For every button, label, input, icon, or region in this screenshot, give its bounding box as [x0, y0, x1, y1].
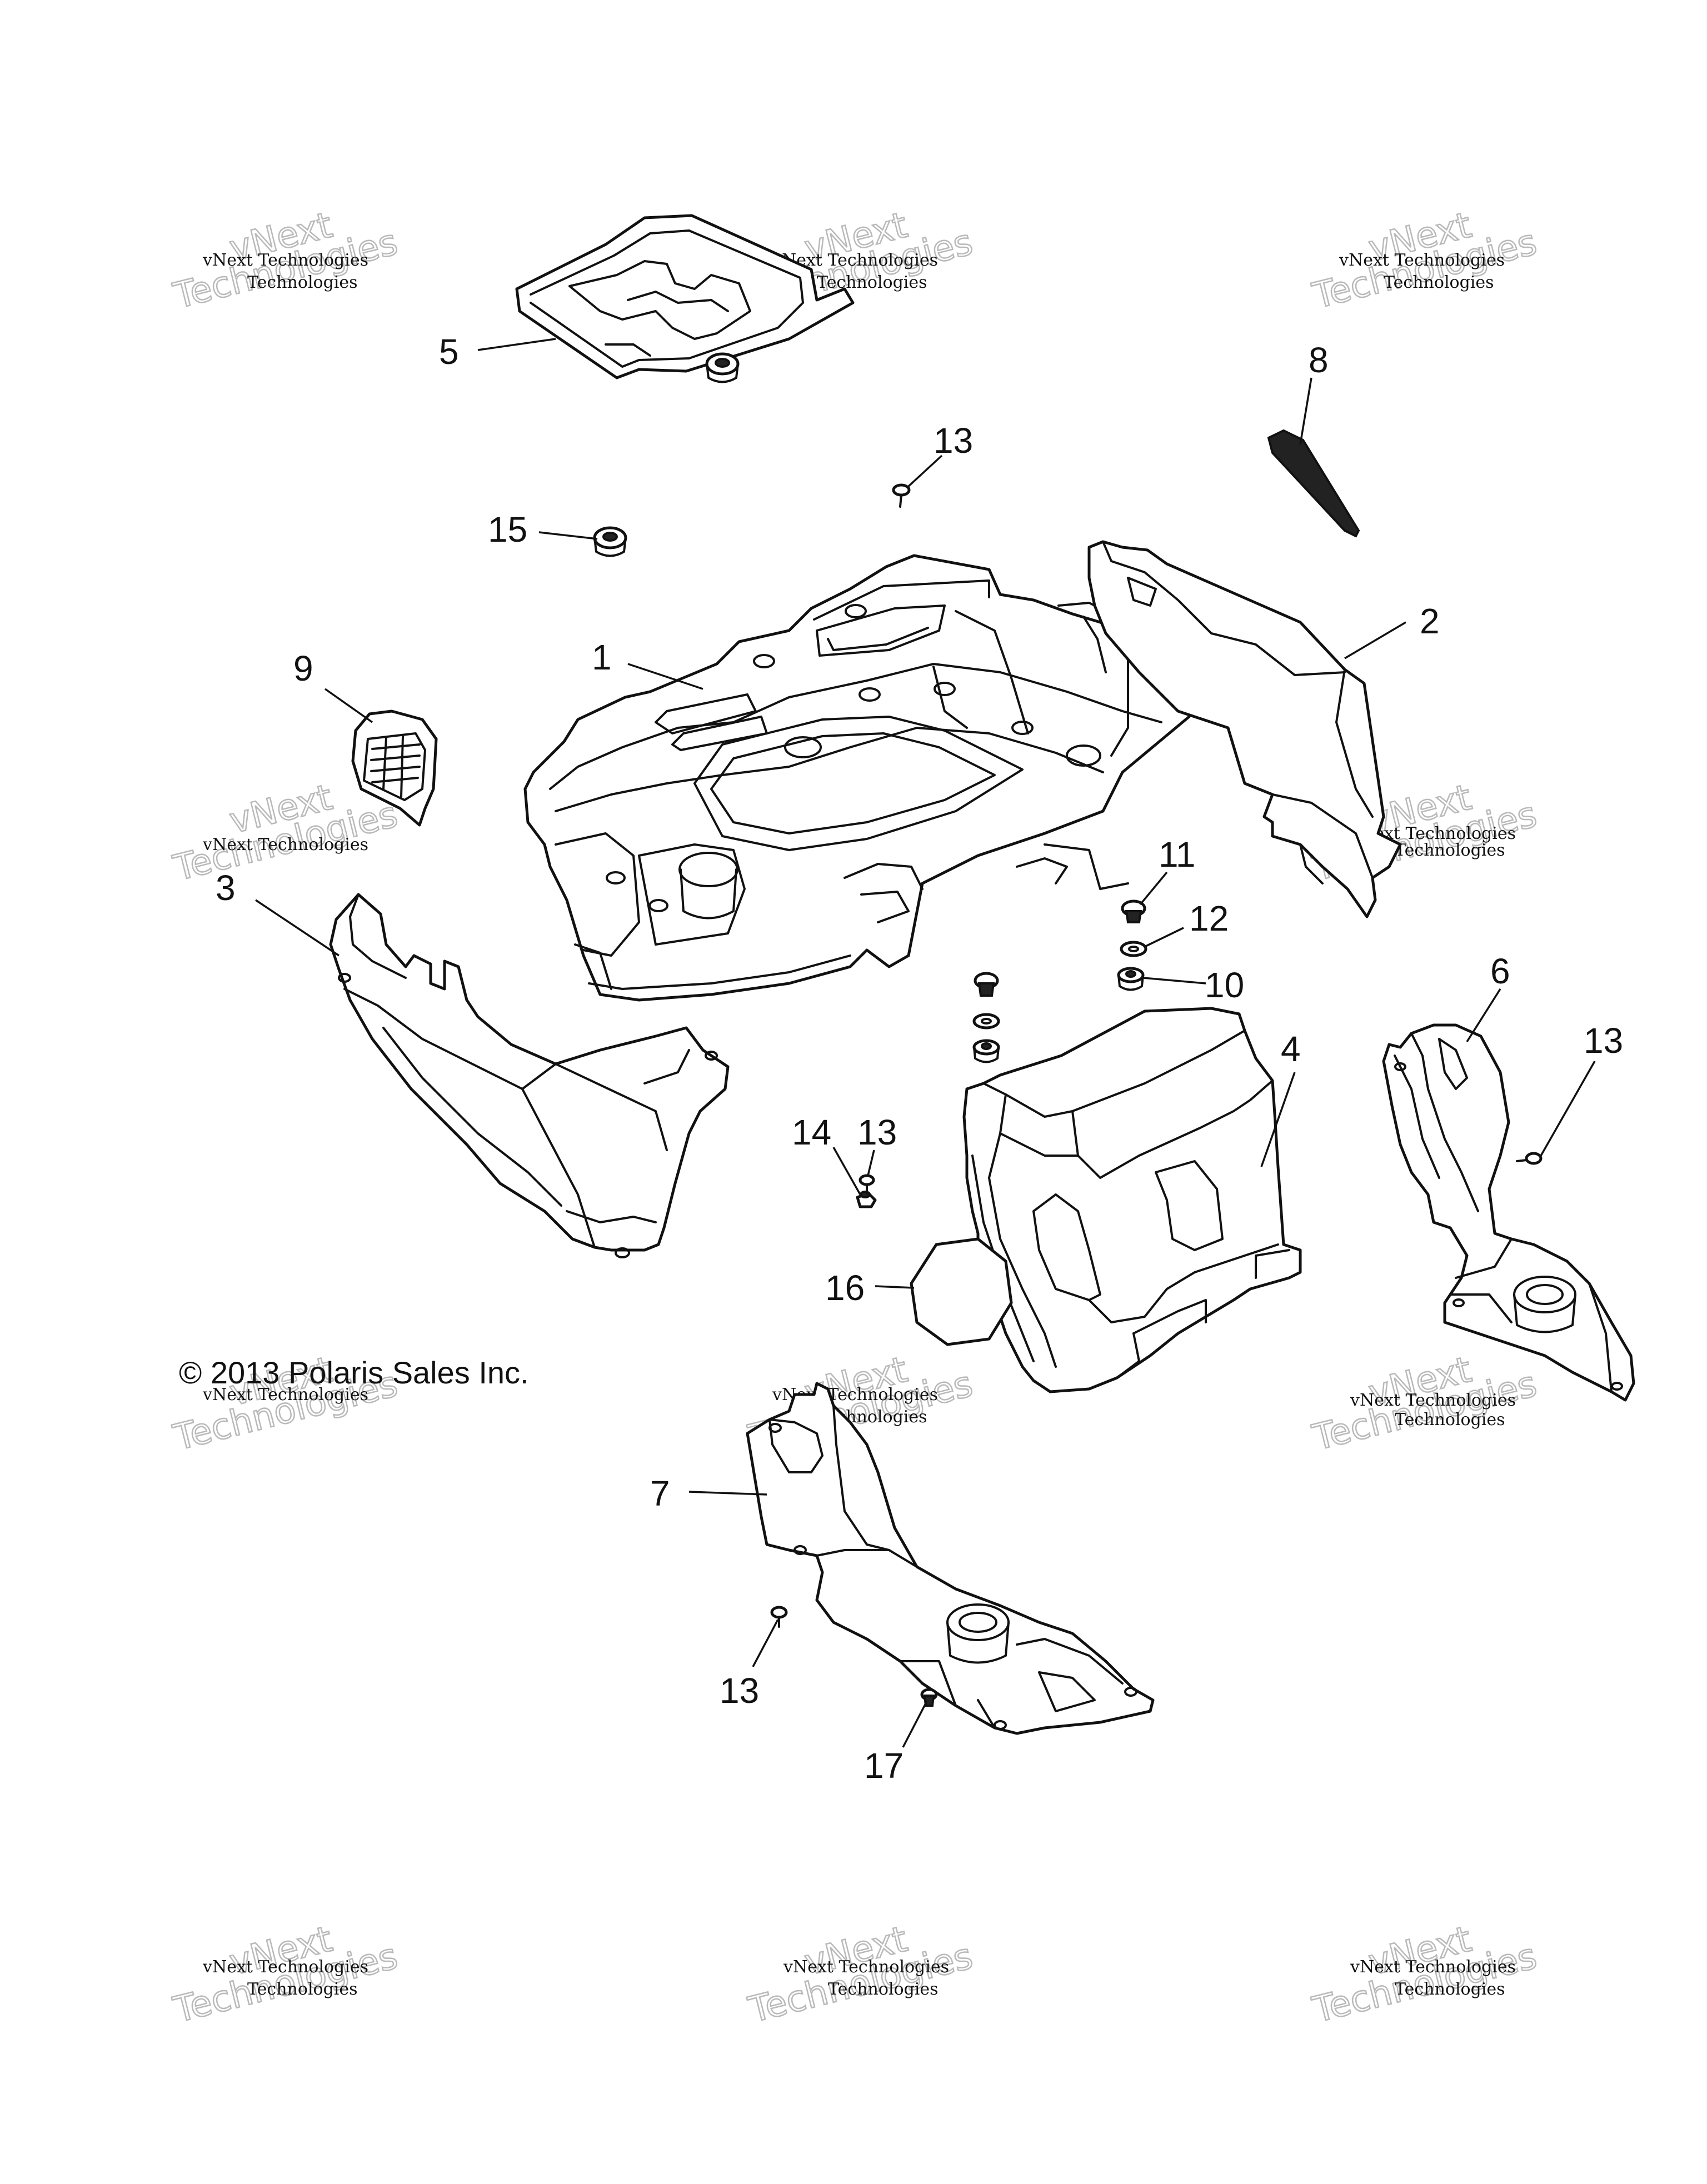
callout-13-lower: 13 — [720, 1671, 759, 1711]
leader-13b — [1539, 1061, 1596, 1157]
leader-11 — [1139, 871, 1168, 906]
leader-7 — [688, 1491, 767, 1496]
callout-10: 10 — [1205, 965, 1244, 1005]
callout-12: 12 — [1189, 898, 1229, 938]
part-13-screw-top — [892, 483, 911, 508]
fastener-stack-center — [972, 972, 1000, 1063]
callout-16: 16 — [825, 1268, 865, 1308]
watermark-text: Technologies — [247, 1980, 358, 1999]
part-17-clip — [920, 1688, 938, 1707]
part-16-decal — [910, 1237, 1013, 1346]
watermark-text: Technologies — [1395, 1410, 1505, 1430]
leader-6 — [1466, 988, 1501, 1042]
part-12-washer — [1120, 941, 1147, 957]
watermark-text: vNext Technologies — [783, 1957, 949, 1977]
watermark-text: vNext Technologies — [202, 1957, 368, 1977]
leader-12 — [1145, 927, 1184, 947]
watermark-text: Technologies — [1395, 841, 1505, 860]
watermark-top-left: Technologies vNext vNext Technologies Te… — [169, 204, 402, 318]
callout-3: 3 — [216, 868, 236, 908]
callout-13-right: 13 — [1584, 1021, 1623, 1061]
part-6-right-fender-support — [1382, 1023, 1635, 1402]
callout-15: 15 — [488, 509, 527, 549]
part-5-storage-cover — [515, 214, 855, 379]
part-9-vent-grille — [351, 709, 438, 827]
part-2-right-side-panel — [1087, 540, 1402, 918]
part-11-push-rivet — [1121, 899, 1146, 923]
part-7-left-fender-support — [746, 1382, 1155, 1735]
leader-1 — [627, 663, 703, 690]
leader-3 — [255, 899, 340, 957]
callout-8: 8 — [1309, 340, 1329, 380]
part-4-under-tray — [962, 1007, 1302, 1393]
part-13-screw-right — [1516, 1152, 1543, 1165]
part-10-nut — [1117, 967, 1145, 991]
leader-13a — [906, 454, 943, 489]
leader-8 — [1299, 377, 1312, 445]
watermark-text: vNext Technologies — [202, 251, 368, 270]
leader-13c — [867, 1150, 875, 1176]
callout-7: 7 — [650, 1473, 670, 1513]
part-13-screw-center — [859, 1174, 875, 1195]
watermark-mid-left: Technologies vNext vNext Technologies — [169, 776, 402, 890]
watermark-text: Technologies — [817, 273, 927, 292]
watermark-text: Technologies — [1395, 1980, 1505, 1999]
leader-4 — [1260, 1072, 1296, 1167]
watermark-bottom-center: Technologies vNext vNext Technologies Te… — [744, 1918, 977, 2032]
part-15-grommet-b — [593, 526, 627, 557]
callout-9: 9 — [293, 648, 313, 688]
callout-5: 5 — [439, 332, 459, 372]
leader-9 — [324, 688, 373, 723]
part-8-wedge-trim — [1267, 429, 1360, 538]
callout-1: 1 — [592, 637, 612, 677]
watermark-text: vNext Technologies — [1350, 1957, 1516, 1977]
watermark-bottom-left: Technologies vNext vNext Technologies Te… — [169, 1918, 402, 2032]
part-15-grommet-a — [705, 352, 740, 383]
callout-11: 11 — [1159, 834, 1195, 874]
callout-4: 4 — [1281, 1029, 1301, 1069]
part-3-left-side-panel — [329, 893, 730, 1258]
watermark-top-right: Technologies vNext vNext Technologies Te… — [1308, 204, 1541, 318]
leader-13d — [752, 1619, 779, 1667]
leader-14 — [832, 1147, 861, 1195]
watermark-text: vNext Technologies — [202, 835, 368, 854]
callout-6: 6 — [1490, 951, 1510, 991]
leader-2 — [1344, 621, 1406, 659]
watermark-lower-right: Technologies vNext vNext Technologies Te… — [1308, 1348, 1541, 1460]
watermark-text: vNext Technologies — [202, 1385, 368, 1405]
watermark-text: Technologies — [828, 1980, 939, 1999]
copyright-notice: © 2013 Polaris Sales Inc. — [179, 1355, 529, 1390]
watermark-text: vNext Technologies — [1350, 1391, 1516, 1410]
watermark-text: vNext Technologies — [1339, 251, 1505, 270]
callout-2: 2 — [1420, 601, 1440, 641]
callout-17: 17 — [864, 1746, 904, 1786]
watermark-text: Technologies — [247, 273, 358, 292]
leader-5 — [477, 338, 556, 351]
part-13-screw-lower — [770, 1606, 788, 1628]
leader-17 — [902, 1701, 928, 1748]
leader-15 — [538, 531, 598, 540]
watermark-bottom-right: Technologies vNext vNext Technologies Te… — [1308, 1918, 1541, 2032]
leader-16 — [875, 1285, 915, 1289]
callout-13-center: 13 — [857, 1112, 897, 1152]
callout-14: 14 — [792, 1112, 831, 1152]
leader-10 — [1142, 977, 1206, 984]
callout-13-top: 13 — [934, 421, 973, 461]
part-1-storage-tub — [523, 554, 1196, 1002]
watermark-text: Technologies — [1384, 273, 1494, 292]
